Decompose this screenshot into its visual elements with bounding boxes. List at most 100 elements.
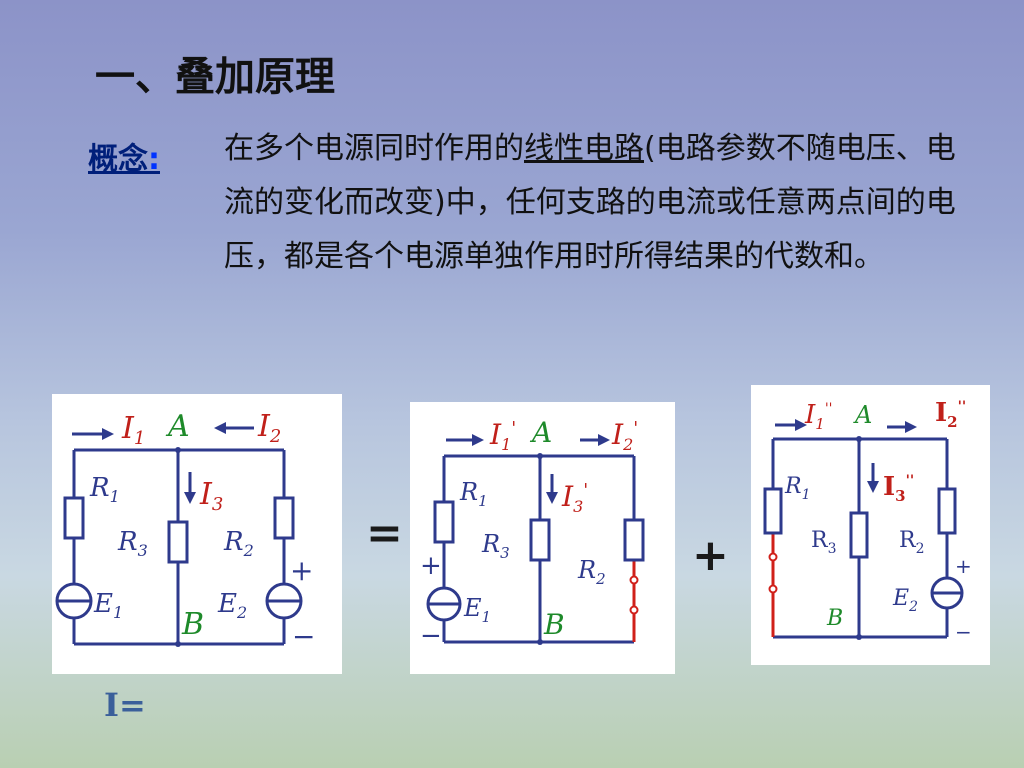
label-r1: R bbox=[459, 478, 478, 506]
node-b-label: B bbox=[543, 608, 565, 641]
label-r1-sub: 1 bbox=[110, 487, 120, 506]
resistor-r3 bbox=[167, 520, 189, 564]
label-e2: E bbox=[217, 589, 237, 619]
label-i2-prime: '' bbox=[958, 399, 967, 415]
label-i3-sub: 3 bbox=[895, 487, 905, 505]
label-r1-sub: 1 bbox=[478, 492, 488, 510]
label-e2-sub: 2 bbox=[236, 603, 247, 622]
label-i3: I bbox=[199, 477, 213, 512]
polarity-minus: − bbox=[292, 620, 315, 653]
polarity-minus: − bbox=[955, 620, 972, 644]
arrow-right-icon bbox=[795, 419, 807, 431]
svg-text:R2: R2 bbox=[577, 556, 606, 588]
svg-text:E2: E2 bbox=[892, 586, 918, 615]
arrow-down-icon bbox=[546, 492, 558, 504]
label-r3: R bbox=[117, 527, 138, 557]
label-i2-prime: ' bbox=[633, 418, 638, 439]
node-b-label: B bbox=[826, 606, 843, 631]
label-i1: I bbox=[489, 418, 502, 451]
label-e1: E bbox=[93, 589, 113, 619]
concept-label-text: 概念 bbox=[88, 142, 148, 177]
resistor-r1 bbox=[63, 496, 85, 540]
label-i3: I bbox=[561, 480, 574, 513]
arrow-right-icon bbox=[472, 434, 484, 446]
label-r3-sub: 3 bbox=[828, 541, 837, 557]
svg-text:I3'': I3'' bbox=[883, 472, 914, 505]
slide-title: 一、叠加原理 bbox=[95, 54, 335, 100]
label-r1-sub: 1 bbox=[802, 487, 811, 503]
label-r1: R bbox=[784, 474, 802, 499]
svg-text:R2: R2 bbox=[223, 527, 254, 560]
svg-text:I1': I1' bbox=[489, 418, 516, 454]
resistor-r3 bbox=[529, 518, 551, 562]
label-r2: R bbox=[577, 556, 596, 584]
label-r3-sub: 3 bbox=[138, 541, 148, 560]
resistor-r3 bbox=[849, 511, 869, 559]
concept-colon: : bbox=[148, 142, 160, 177]
label-r1: R bbox=[89, 473, 110, 503]
label-i2: I bbox=[935, 398, 947, 428]
arrow-right-icon bbox=[905, 421, 917, 433]
svg-text:I2: I2 bbox=[257, 409, 281, 447]
label-r3: R bbox=[811, 528, 829, 553]
concept-definition: 在多个电源同时作用的线性电路(电路参数不随电压、电流的变化而改变)中，任何支路的… bbox=[224, 122, 974, 284]
arrow-right-icon bbox=[598, 434, 610, 446]
label-i1: I bbox=[804, 400, 816, 430]
arrow-left-icon bbox=[214, 422, 226, 434]
svg-text:R3: R3 bbox=[481, 530, 510, 562]
polarity-minus: − bbox=[420, 621, 442, 651]
resistor-r1 bbox=[763, 487, 783, 535]
svg-text:R3: R3 bbox=[117, 527, 148, 560]
resistor-r2 bbox=[937, 487, 957, 535]
label-i3: I bbox=[883, 472, 895, 502]
arrow-right-icon bbox=[102, 428, 114, 440]
resistor-r2 bbox=[623, 518, 645, 562]
label-i2-sub: 2 bbox=[269, 426, 281, 447]
label-i1-prime: ' bbox=[511, 418, 516, 439]
label-e2-sub: 2 bbox=[908, 599, 918, 615]
formula-i: I= bbox=[104, 686, 146, 724]
label-i2: I bbox=[257, 409, 271, 444]
svg-text:R1: R1 bbox=[89, 473, 120, 506]
node-a-label: A bbox=[165, 409, 190, 444]
label-i3-prime: '' bbox=[906, 473, 915, 489]
linear-circuit-term: 线性电路 bbox=[524, 131, 644, 166]
node-b-label: B bbox=[181, 607, 204, 642]
label-e1: E bbox=[463, 594, 482, 622]
label-i3-sub: 3 bbox=[212, 494, 223, 515]
label-e2: E bbox=[892, 586, 909, 611]
svg-text:I2': I2' bbox=[611, 418, 638, 454]
svg-text:R1: R1 bbox=[459, 478, 488, 510]
svg-text:I1'': I1'' bbox=[804, 400, 833, 433]
circuit-full-panel: I1 A I2 I3 R1 R3 R2 E1 E2 B + − bbox=[52, 394, 342, 674]
arrow-down-icon bbox=[867, 481, 879, 493]
svg-text:I3: I3 bbox=[199, 477, 223, 515]
equals-sign: = bbox=[366, 508, 403, 559]
label-r2: R bbox=[223, 527, 244, 557]
plus-sign: + bbox=[692, 530, 729, 581]
label-e1-sub: 1 bbox=[113, 603, 123, 622]
node-a-label: A bbox=[529, 416, 552, 449]
resistor-r1 bbox=[433, 500, 455, 544]
resistor-r2 bbox=[273, 496, 295, 540]
svg-text:E2: E2 bbox=[217, 589, 247, 622]
svg-text:I3': I3' bbox=[561, 480, 588, 516]
polarity-plus: + bbox=[955, 554, 972, 578]
svg-text:E1: E1 bbox=[93, 589, 123, 622]
label-i1-sub: 1 bbox=[134, 428, 145, 449]
circuit-e2-diagram: I1'' A I2'' I3'' R1 R3 R2 E2 B + − bbox=[763, 398, 972, 644]
label-r3-sub: 3 bbox=[500, 544, 510, 562]
circuit-full-diagram: I1 A I2 I3 R1 R3 R2 E1 E2 B + − bbox=[55, 409, 315, 653]
label-i1-sub: 1 bbox=[501, 435, 511, 454]
label-i1: I bbox=[121, 411, 135, 446]
label-i3-prime: ' bbox=[583, 480, 588, 501]
svg-text:I1: I1 bbox=[121, 411, 145, 449]
label-r3: R bbox=[481, 530, 500, 558]
label-i1-sub: 1 bbox=[815, 415, 825, 433]
svg-text:R3: R3 bbox=[811, 528, 837, 557]
circuit-e1-diagram: I1' A I2' I3' R1 R3 R2 E1 B + − bbox=[420, 416, 645, 651]
polarity-plus: + bbox=[420, 551, 442, 581]
circuit-e2-panel: I1'' A I2'' I3'' R1 R3 R2 E2 B + − bbox=[751, 385, 990, 665]
svg-text:R1: R1 bbox=[784, 474, 811, 503]
svg-text:I2'': I2'' bbox=[935, 398, 966, 431]
